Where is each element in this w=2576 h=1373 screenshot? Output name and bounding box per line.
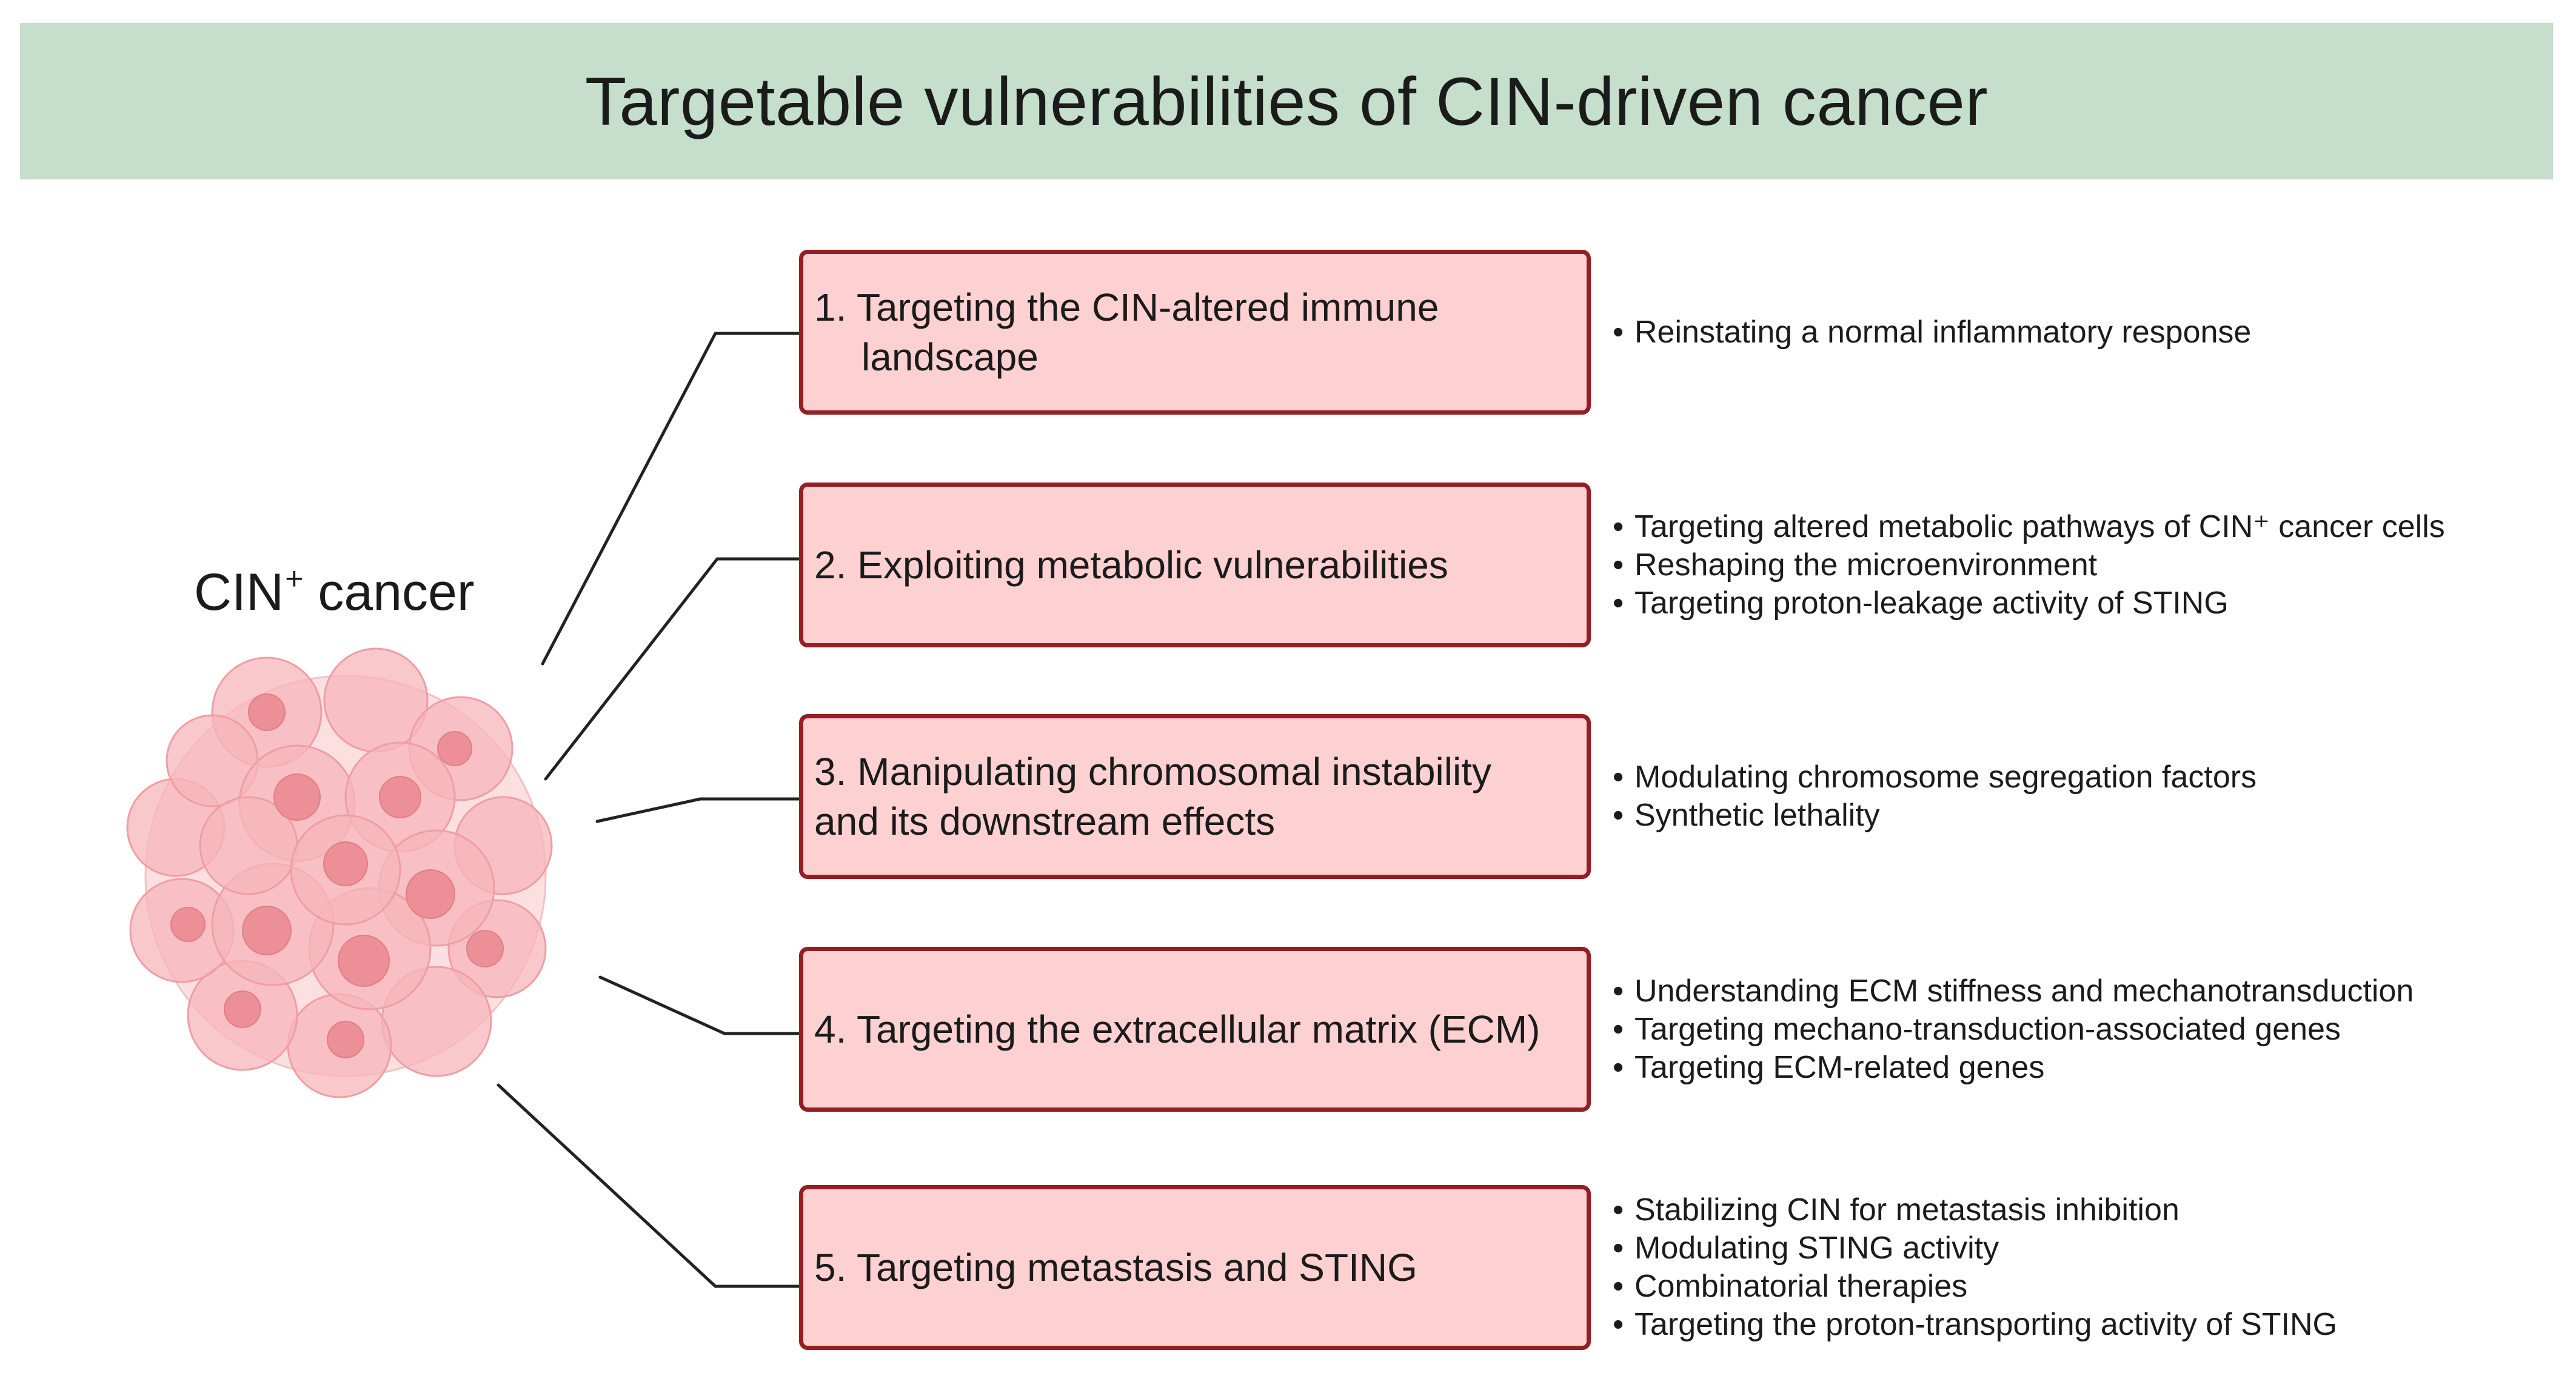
strategy-points-3: Modulating chromosome segregation factor… <box>1613 714 2558 879</box>
cells <box>126 647 553 1098</box>
connector-line-4 <box>598 975 801 1035</box>
strategy-label-5: 5. Targeting metastasis and STING <box>814 1246 1417 1289</box>
strategy-label-1: 1. Targeting the CIN-altered immune land… <box>814 286 1439 379</box>
connector-line-1 <box>541 332 801 666</box>
point-4-2: Targeting mechano-transduction-associate… <box>1613 1011 2558 1049</box>
strategy-points-4: Understanding ECM stiffness and mechanot… <box>1613 947 2558 1112</box>
nuclei <box>170 693 504 1058</box>
strategy-points-1: Reinstating a normal inflammatory respon… <box>1613 250 2558 415</box>
point-2-3: Targeting proton-leakage activity of STI… <box>1613 584 2558 623</box>
strategy-label-4: 4. Targeting the extracellular matrix (E… <box>814 1007 1541 1051</box>
connector-line-2 <box>544 557 801 781</box>
point-2-2: Reshaping the microenvironment <box>1613 546 2558 584</box>
point-1-1: Reinstating a normal inflammatory respon… <box>1613 313 2558 352</box>
cin-superscript: + <box>285 561 304 596</box>
diagram-title: Targetable vulnerabilities of CIN-driven… <box>584 63 1989 139</box>
point-4-3: Targeting ECM-related genes <box>1613 1049 2558 1087</box>
strategy-box-3: 3. Manipulating chromosomal instability … <box>799 714 1591 879</box>
strategy-points-5: Stabilizing CIN for metastasis inhibitio… <box>1613 1185 2558 1350</box>
cancer-text: cancer <box>303 563 475 621</box>
cin-cancer-label: CIN+ cancer <box>194 561 497 623</box>
strategy-label-2: 2. Exploiting metabolic vulnerabilities <box>814 543 1448 587</box>
point-5-4: Targeting the proton-transporting activi… <box>1613 1306 2558 1344</box>
strategy-label-3: 3. Manipulating chromosomal instability … <box>814 750 1491 843</box>
strategy-box-4: 4. Targeting the extracellular matrix (E… <box>799 947 1591 1112</box>
connector-line-3 <box>595 797 801 823</box>
point-5-1: Stabilizing CIN for metastasis inhibitio… <box>1613 1191 2558 1229</box>
strategy-points-2: Targeting altered metabolic pathways of … <box>1613 483 2558 647</box>
point-3-1: Modulating chromosome segregation factor… <box>1613 758 2558 797</box>
point-5-3: Combinatorial therapies <box>1613 1268 2558 1306</box>
point-5-2: Modulating STING activity <box>1613 1229 2558 1268</box>
strategy-box-2: 2. Exploiting metabolic vulnerabilities <box>799 483 1591 647</box>
point-4-1: Understanding ECM stiffness and mechanot… <box>1613 972 2558 1011</box>
point-2-1: Targeting altered metabolic pathways of … <box>1613 508 2558 546</box>
point-3-2: Synthetic lethality <box>1613 797 2558 835</box>
strategy-box-1: 1. Targeting the CIN-altered immune land… <box>799 250 1591 415</box>
title-banner: Targetable vulnerabilities of CIN-driven… <box>20 23 2553 179</box>
connector-line-5 <box>497 1083 801 1288</box>
strategy-box-5: 5. Targeting metastasis and STING <box>799 1185 1591 1350</box>
cin-text: CIN <box>194 563 284 621</box>
cancer-cell-cluster-icon <box>126 647 553 1098</box>
